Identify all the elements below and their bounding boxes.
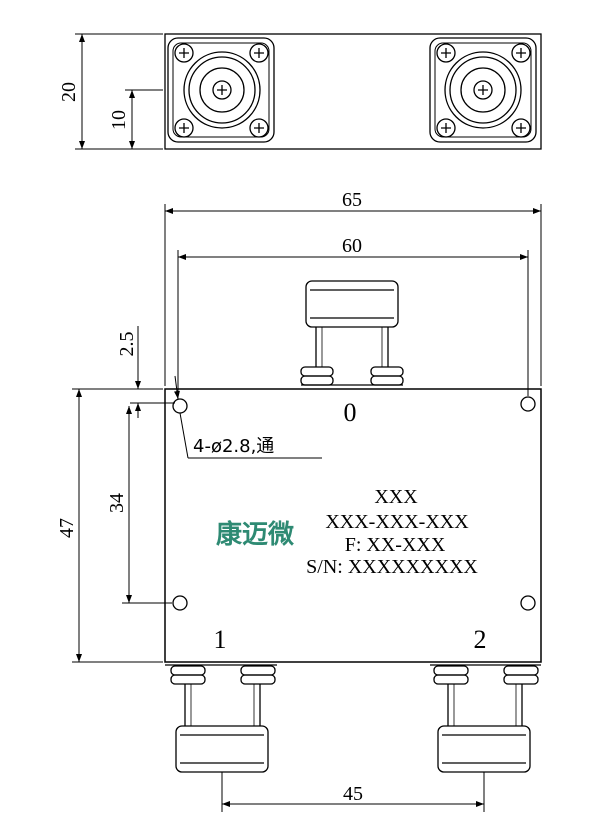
mounting-hole <box>172 595 188 611</box>
dim-top-center-label: 10 <box>108 110 130 130</box>
dim-port-spacing-label: 45 <box>343 783 363 805</box>
screw-icon <box>436 118 456 138</box>
dim-top-center <box>125 89 163 149</box>
front-view <box>72 204 542 812</box>
port-label-output-1: 1 <box>214 625 227 654</box>
screw-icon <box>511 43 531 63</box>
hole-callout-text: 4-ø2.8,通 <box>193 436 274 457</box>
input-connector <box>300 280 404 386</box>
output-connector-2 <box>430 664 541 773</box>
front-view-body <box>164 388 542 663</box>
dim-overall-width <box>164 204 542 386</box>
screw-icon <box>511 118 531 138</box>
screw-icon <box>174 43 194 63</box>
screw-icon <box>249 118 269 138</box>
label-frequency: F: XX-XXX <box>345 534 446 556</box>
screw-icon <box>174 118 194 138</box>
screw-icon <box>436 43 456 63</box>
dim-top-height-label: 20 <box>58 82 80 102</box>
dim-port-spacing <box>221 772 485 812</box>
dim-overall-height-label: 47 <box>56 518 78 538</box>
label-part-number: XXX-XXX-XXX <box>325 511 469 533</box>
output-connector-1 <box>165 664 277 773</box>
label-model: XXX <box>374 486 418 508</box>
mounting-hole <box>520 396 536 412</box>
top-left-connector <box>167 37 275 143</box>
mounting-hole <box>520 595 536 611</box>
screw-icon <box>249 43 269 63</box>
port-label-input: 0 <box>344 398 357 427</box>
dim-top-height <box>75 33 163 150</box>
dim-hole-offset-top-label: 2.5 <box>116 332 138 357</box>
brand-logo: 康迈微 <box>216 519 294 550</box>
dim-hole-spacing-y <box>122 406 172 604</box>
top-view <box>75 33 542 150</box>
top-view-body <box>164 33 542 150</box>
hole-callout-leader <box>173 375 322 459</box>
dim-hole-spacing-x-label: 60 <box>342 235 362 257</box>
dim-overall-width-label: 65 <box>342 189 362 211</box>
dim-overall-height <box>72 388 163 663</box>
dim-hole-spacing-x <box>177 250 529 396</box>
port-label-output-2: 2 <box>474 625 487 654</box>
top-right-connector <box>429 37 537 143</box>
dim-hole-spacing-y-label: 34 <box>106 493 128 513</box>
label-serial: S/N: XXXXXXXXX <box>306 556 478 578</box>
